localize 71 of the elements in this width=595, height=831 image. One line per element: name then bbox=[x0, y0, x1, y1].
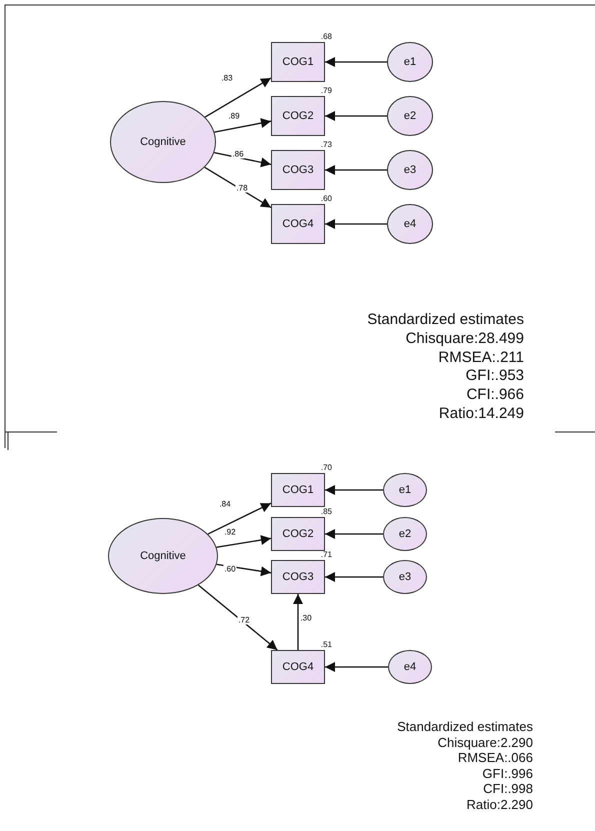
path-coefficient: .86 bbox=[231, 150, 245, 158]
ellipse-node bbox=[387, 204, 433, 244]
arrow bbox=[214, 118, 272, 133]
fit-statistic: RMSEA:.066 bbox=[458, 750, 533, 766]
fit-statistic: Ratio:2.290 bbox=[466, 797, 533, 812]
node-label: e2 bbox=[398, 528, 412, 540]
ellipse-node bbox=[387, 150, 433, 190]
fit-statistic: CFI:.966 bbox=[466, 386, 524, 404]
ellipse-node bbox=[387, 96, 433, 136]
node-label: e2 bbox=[404, 110, 416, 122]
ellipse-node bbox=[387, 42, 433, 82]
arrow bbox=[325, 529, 383, 539]
node-label: COG4 bbox=[282, 218, 314, 230]
arrow bbox=[198, 584, 278, 650]
fit-statistic: Ratio:14.249 bbox=[438, 405, 524, 422]
path-coefficient: .30 bbox=[299, 614, 313, 622]
fit-statistic: Chisquare:28.499 bbox=[406, 330, 524, 347]
node-label: Cognitive bbox=[140, 136, 186, 148]
arrow bbox=[293, 594, 303, 650]
node-label: e3 bbox=[404, 164, 416, 176]
node-label: COG2 bbox=[282, 528, 314, 540]
arrow bbox=[204, 77, 272, 118]
path-coefficient: .83 bbox=[220, 74, 234, 82]
path-coefficient: .60 bbox=[223, 564, 237, 574]
fit-statistic: Chisquare:2.290 bbox=[438, 734, 533, 750]
fit-statistic: CFI:.998 bbox=[483, 781, 533, 796]
estimates-heading: Standardized estimates bbox=[397, 719, 533, 734]
arrow bbox=[214, 152, 272, 168]
arrow bbox=[204, 166, 272, 208]
path-coefficient: .84 bbox=[218, 500, 232, 508]
arrow bbox=[325, 662, 388, 672]
fit-statistic: GFI:.996 bbox=[482, 766, 533, 781]
squared-correlation: .68 bbox=[320, 32, 332, 41]
node-label: e4 bbox=[404, 218, 416, 230]
node-label: Cognitive bbox=[140, 550, 186, 562]
arrow bbox=[325, 57, 387, 67]
path-coefficient: .89 bbox=[227, 112, 241, 120]
arrow bbox=[216, 535, 272, 548]
node-label: COG4 bbox=[282, 661, 314, 673]
arrow bbox=[208, 502, 272, 535]
fit-statistic: GFI:.953 bbox=[466, 367, 524, 384]
squared-correlation: .71 bbox=[320, 550, 332, 559]
path-coefficient: .72 bbox=[237, 616, 251, 624]
node-label: COG1 bbox=[282, 56, 314, 68]
node-label: e4 bbox=[404, 661, 416, 673]
arrow bbox=[325, 219, 387, 229]
estimates-heading: Standardized estimates bbox=[367, 311, 524, 328]
arrow bbox=[325, 572, 383, 582]
path-coefficient: .78 bbox=[235, 184, 249, 192]
arrow bbox=[325, 165, 387, 175]
node-label: COG1 bbox=[282, 484, 314, 496]
squared-correlation: .85 bbox=[320, 507, 332, 516]
squared-correlation: .73 bbox=[320, 140, 332, 149]
arrow bbox=[325, 111, 387, 121]
arrow bbox=[325, 485, 383, 495]
fit-statistic: RMSEA:.211 bbox=[438, 348, 524, 366]
ellipse-node bbox=[383, 560, 427, 594]
ellipse-node bbox=[383, 517, 427, 551]
node-label: e1 bbox=[404, 56, 416, 68]
node-label: e1 bbox=[398, 484, 412, 496]
node-label: COG3 bbox=[282, 571, 314, 583]
squared-correlation: .79 bbox=[320, 86, 332, 95]
node-label: e3 bbox=[398, 571, 412, 583]
squared-correlation: .60 bbox=[320, 194, 332, 203]
squared-correlation: .51 bbox=[320, 640, 332, 649]
node-label: COG3 bbox=[282, 164, 314, 176]
ellipse-node bbox=[388, 650, 432, 684]
squared-correlation: .70 bbox=[320, 463, 332, 472]
path-coefficient: .92 bbox=[223, 528, 237, 536]
node-label: COG2 bbox=[282, 110, 314, 122]
ellipse-node bbox=[383, 473, 427, 507]
